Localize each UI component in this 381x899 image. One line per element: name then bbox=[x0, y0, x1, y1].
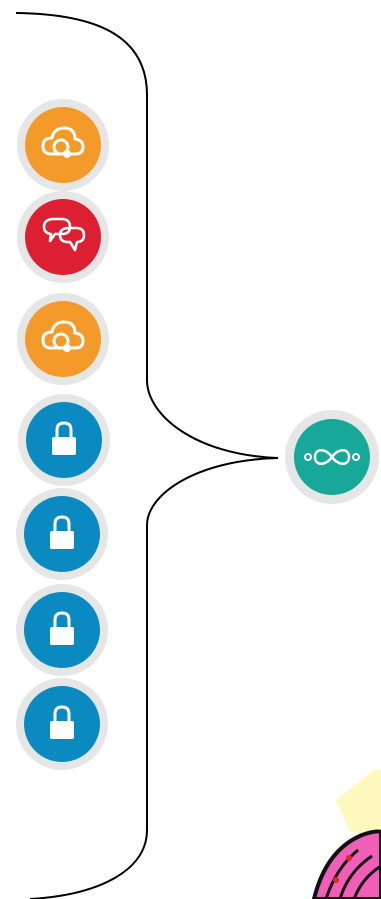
stripe bbox=[352, 864, 381, 899]
accent-dot bbox=[346, 855, 352, 861]
source-node bbox=[16, 584, 108, 676]
source-node bbox=[17, 191, 109, 283]
source-node bbox=[16, 678, 108, 770]
stripe bbox=[324, 848, 359, 899]
glow-shape bbox=[336, 770, 381, 836]
lock-icon bbox=[50, 515, 74, 549]
decorative-illustration bbox=[311, 770, 381, 899]
lock-icon bbox=[50, 611, 74, 645]
source-node bbox=[16, 488, 108, 580]
source-node bbox=[17, 293, 109, 385]
infinity-icon bbox=[304, 449, 360, 465]
cloud-icon bbox=[41, 320, 85, 352]
speech-bubbles-icon bbox=[42, 217, 86, 252]
badge-fill bbox=[25, 199, 101, 275]
badge-fill bbox=[25, 301, 101, 377]
curly-brace-connector bbox=[15, 12, 279, 899]
stripe bbox=[338, 854, 373, 899]
accent-dot bbox=[333, 877, 339, 883]
lock-icon bbox=[50, 705, 74, 739]
badge-fill bbox=[25, 107, 101, 183]
source-node bbox=[17, 99, 109, 191]
source-node bbox=[18, 394, 110, 486]
target-node bbox=[285, 410, 379, 504]
lock-icon bbox=[52, 421, 76, 455]
cloud-icon bbox=[41, 126, 85, 158]
pink-shape bbox=[311, 829, 381, 899]
